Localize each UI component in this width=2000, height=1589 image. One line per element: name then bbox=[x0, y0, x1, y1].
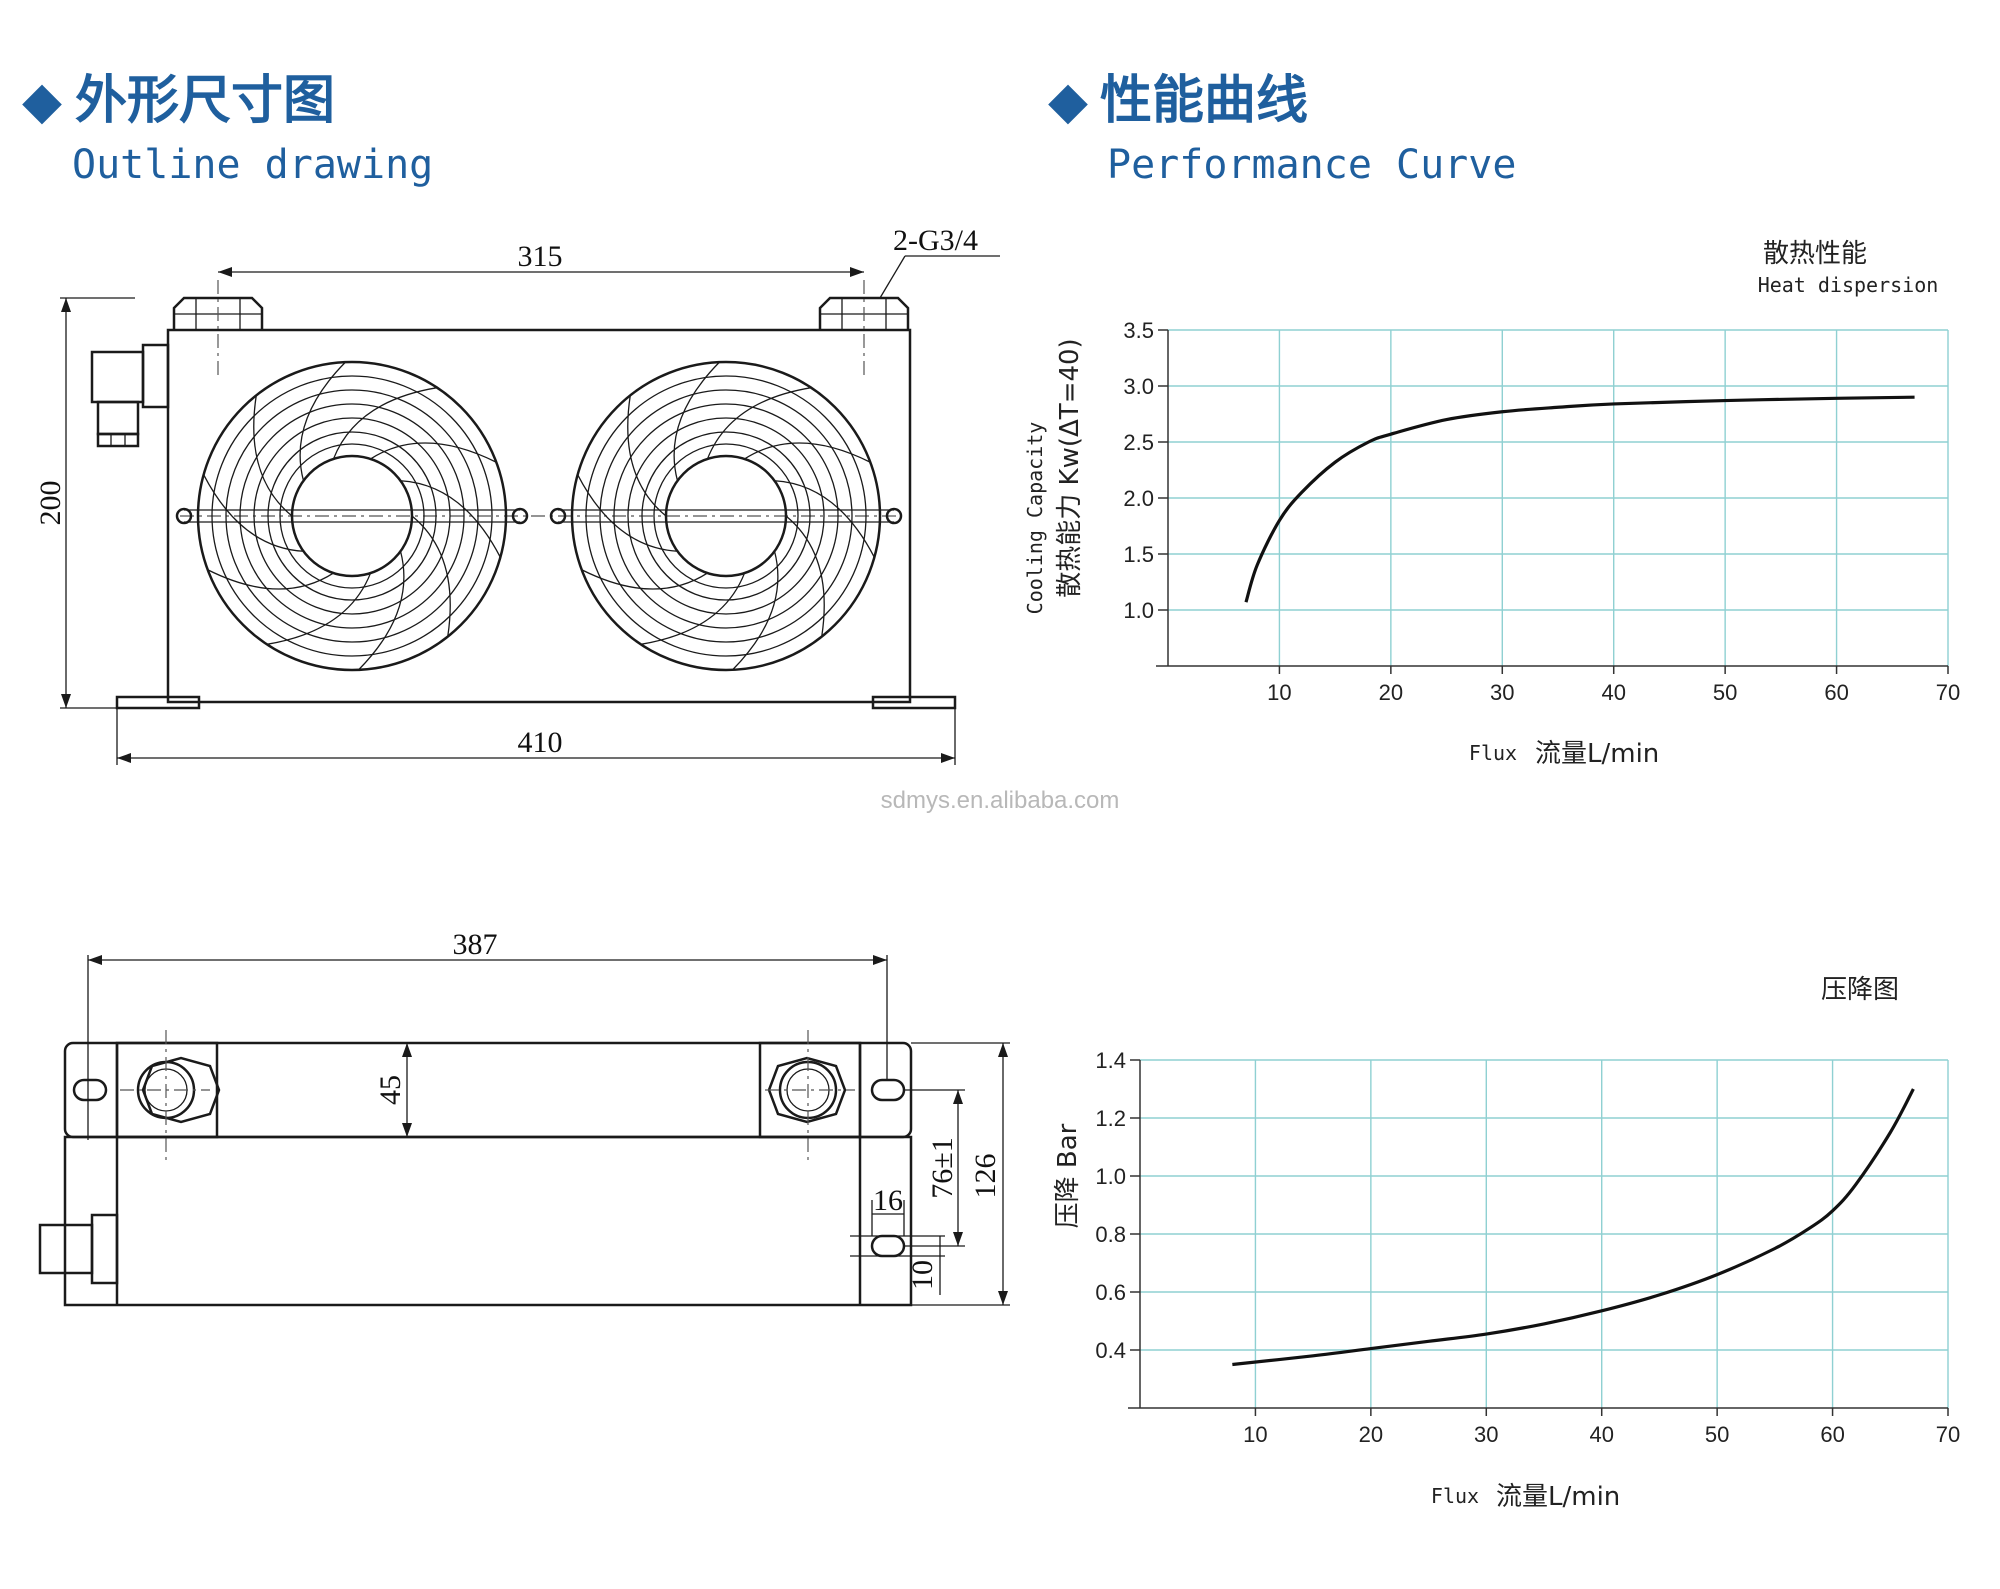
performance-header: ◆ 性能曲线 Performance Curve bbox=[1048, 71, 1516, 188]
x-tick-label: 20 bbox=[1379, 680, 1403, 705]
chart2-xlabel-cn: 流量L/min bbox=[1496, 1482, 1620, 1512]
front-body-outline bbox=[166, 328, 912, 704]
dimension-200: 200 bbox=[34, 297, 135, 709]
outline-title-cn: 外形尺寸图 bbox=[75, 71, 335, 131]
x-tick-label: 30 bbox=[1490, 680, 1514, 705]
chart2-x-ticks: 10 20 30 40 50 60 70 bbox=[1243, 1422, 1960, 1447]
dim-label-126: 126 bbox=[969, 1154, 1002, 1199]
y-tick-label: 2.0 bbox=[1123, 486, 1154, 511]
x-tick-label: 10 bbox=[1243, 1422, 1267, 1447]
dimension-126: 126 bbox=[911, 1042, 1010, 1306]
watermark: sdmys.en.alibaba.com bbox=[881, 787, 1120, 814]
chart1-title: 散热性能 bbox=[1763, 239, 1867, 269]
side-slot-hole-top-left bbox=[72, 1078, 108, 1102]
dimension-410: 410 bbox=[116, 708, 956, 765]
chart1-y-ticks: 3.5 3.0 2.5 2.0 1.5 1.0 bbox=[1123, 318, 1154, 623]
dim-label-387: 387 bbox=[453, 928, 498, 961]
x-tick-label: 40 bbox=[1601, 680, 1625, 705]
x-tick-label: 70 bbox=[1936, 680, 1960, 705]
side-slot-hole-bottom-right bbox=[870, 1234, 906, 1258]
dim-label-16: 16 bbox=[873, 1184, 903, 1217]
y-tick-label: 3.0 bbox=[1123, 374, 1154, 399]
x-tick-label: 60 bbox=[1820, 1422, 1844, 1447]
y-tick-label: 1.4 bbox=[1095, 1048, 1126, 1073]
front-view-drawing: 315 2-G3/4 200 410 bbox=[34, 224, 1000, 765]
port-nut-left bbox=[172, 296, 264, 330]
fan-guards bbox=[175, 360, 903, 672]
chart2-xlabel-en: Flux bbox=[1431, 1484, 1479, 1508]
front-foot-left bbox=[115, 695, 201, 710]
side-hex-nut-right bbox=[767, 1056, 847, 1124]
outline-marker: ◆ bbox=[22, 71, 62, 131]
dimension-387: 387 bbox=[87, 928, 888, 1140]
chart2-title: 压降图 bbox=[1821, 975, 1899, 1005]
performance-title-cn: 性能曲线 bbox=[1100, 71, 1308, 131]
dimension-port-spec: 2-G3/4 bbox=[879, 224, 1000, 299]
x-tick-label: 70 bbox=[1936, 1422, 1960, 1447]
chart2-series-line bbox=[1232, 1088, 1915, 1367]
dim-label-45: 45 bbox=[374, 1075, 407, 1105]
fan-guard-2 bbox=[549, 360, 903, 672]
outline-title-en: Outline drawing bbox=[72, 142, 433, 188]
dim-label-10: 10 bbox=[906, 1260, 939, 1290]
dimension-315: 315 bbox=[218, 240, 864, 277]
electrical-connector bbox=[90, 343, 170, 448]
dimension-76: 76±1 bbox=[904, 1089, 965, 1247]
dimension-10: 10 bbox=[850, 1235, 945, 1295]
dim-label-410: 410 bbox=[518, 726, 563, 759]
y-tick-label: 0.6 bbox=[1095, 1280, 1126, 1305]
pressure-drop-chart: 压降图 10 20 30 40 50 60 70 1.4 1.2 1.0 0.8 0.6 0.4 压降… bbox=[1053, 975, 1960, 1512]
chart1-ylabel-en: Cooling Capacity bbox=[1023, 422, 1047, 615]
side-main-body bbox=[63, 1135, 913, 1307]
chart1-axes bbox=[1156, 329, 1949, 674]
chart2-y-ticks: 1.4 1.2 1.0 0.8 0.6 0.4 bbox=[1095, 1048, 1126, 1363]
performance-title-en: Performance Curve bbox=[1107, 142, 1516, 188]
y-tick-label: 3.5 bbox=[1123, 318, 1154, 343]
dimension-16: 16 bbox=[871, 1184, 905, 1236]
chart1-x-ticks: 10 20 30 40 50 60 70 bbox=[1267, 680, 1960, 705]
x-tick-label: 40 bbox=[1589, 1422, 1613, 1447]
y-tick-label: 1.5 bbox=[1123, 542, 1154, 567]
dim-label-76: 76±1 bbox=[926, 1137, 959, 1198]
x-tick-label: 50 bbox=[1705, 1422, 1729, 1447]
x-tick-label: 30 bbox=[1474, 1422, 1498, 1447]
chart2-axes bbox=[1128, 1059, 1949, 1416]
x-tick-label: 10 bbox=[1267, 680, 1291, 705]
y-tick-label: 1.0 bbox=[1123, 598, 1154, 623]
side-slot-hole-top-right bbox=[870, 1078, 906, 1102]
chart1-subtitle: Heat dispersion bbox=[1758, 273, 1939, 297]
y-tick-label: 1.2 bbox=[1095, 1106, 1126, 1131]
dimension-45: 45 bbox=[374, 1043, 412, 1137]
chart2-ylabel-cn: 压降 Bar bbox=[1053, 1123, 1083, 1228]
x-tick-label: 50 bbox=[1713, 680, 1737, 705]
chart1-grid bbox=[1168, 329, 1949, 666]
fan-guard-1 bbox=[175, 360, 529, 672]
y-tick-label: 2.5 bbox=[1123, 430, 1154, 455]
dim-label-200: 200 bbox=[34, 481, 67, 526]
front-foot-right bbox=[871, 695, 957, 710]
x-tick-label: 20 bbox=[1359, 1422, 1383, 1447]
y-tick-label: 0.8 bbox=[1095, 1222, 1126, 1247]
chart2-grid bbox=[1140, 1059, 1949, 1408]
dim-label-port-spec: 2-G3/4 bbox=[893, 224, 978, 257]
side-view-drawing: 387 45 126 76±1 16 bbox=[38, 928, 1010, 1307]
chart1-series-line bbox=[1244, 395, 1915, 603]
dim-label-315: 315 bbox=[518, 240, 563, 273]
outline-header: ◆ 外形尺寸图 Outline drawing bbox=[22, 71, 433, 188]
y-tick-label: 1.0 bbox=[1095, 1164, 1126, 1189]
performance-marker: ◆ bbox=[1048, 71, 1088, 131]
chart1-xlabel-cn: 流量L/min bbox=[1535, 739, 1659, 769]
chart1-ylabel-cn: 散热能力 Kw(ΔT=40) bbox=[1055, 338, 1085, 597]
chart1-xlabel-en: Flux bbox=[1469, 741, 1517, 765]
y-tick-label: 0.4 bbox=[1095, 1338, 1126, 1363]
x-tick-label: 60 bbox=[1824, 680, 1848, 705]
